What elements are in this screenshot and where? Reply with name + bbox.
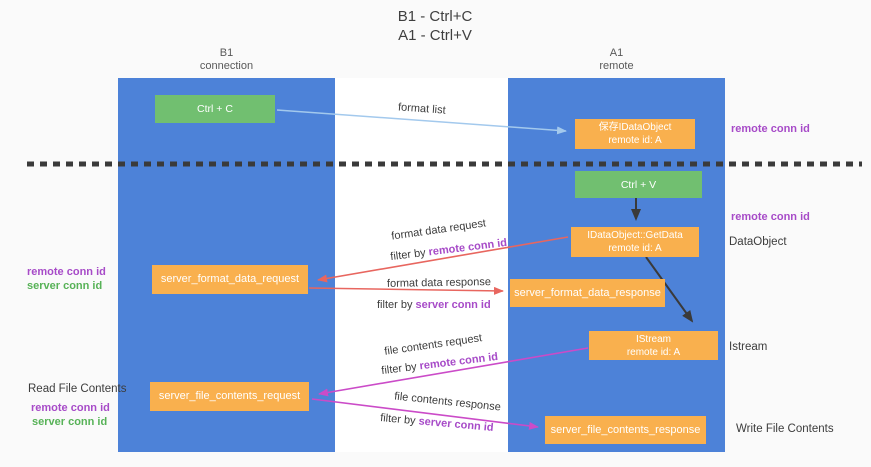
lifeline-a1-name: A1 <box>609 47 624 59</box>
node-save-idataobject-line2: remote id: A <box>608 135 662 146</box>
title-line-2: A1 - Ctrl+V <box>398 27 472 44</box>
arrow-file-contents-response <box>311 398 539 430</box>
diagram-title: B1 - Ctrl+C A1 - Ctrl+V <box>310 7 560 45</box>
node-save-idataobject: 保存IDataObject remote id: A <box>575 119 695 149</box>
node-idataobject-getdata-line2: remote id: A <box>608 243 662 254</box>
filter-keyword-server: server conn id <box>415 299 491 311</box>
title-line-1: B1 - Ctrl+C <box>397 8 473 25</box>
filter-by-text: filter by <box>377 299 416 311</box>
middle-band <box>335 78 508 452</box>
lifeline-a1-subtitle: remote <box>599 60 634 72</box>
arrow-file-contents-request <box>318 347 589 397</box>
label-istream: Istream <box>729 341 768 353</box>
label-format-server-conn-id: server conn id <box>27 280 103 292</box>
node-idataobject-getdata-line1: IDataObject::GetData <box>587 230 683 241</box>
label-format-remote-conn-id: remote conn id <box>27 266 106 278</box>
node-server-format-data-response: server_format_data_response <box>510 279 665 307</box>
node-server-format-data-request: server_format_data_request <box>152 265 308 294</box>
lifeline-header-b1: B1 connection <box>118 47 335 73</box>
arrow-format-list <box>276 109 567 135</box>
node-server-file-contents-response: server_file_contents_response <box>545 416 706 444</box>
lifeline-b1-subtitle: connection <box>199 60 254 72</box>
label-remote-conn-id-top: remote conn id <box>731 123 810 135</box>
node-istream: IStream remote id: A <box>589 331 718 360</box>
arrow-format-data-response <box>308 286 504 295</box>
node-idataobject-getdata: IDataObject::GetData remote id: A <box>571 227 699 257</box>
label-file-remote-conn-id: remote conn id <box>31 402 110 414</box>
node-server-file-contents-request: server_file_contents_request <box>150 382 309 411</box>
edge-label-format-data-response: format data response <box>386 276 492 290</box>
edge-label-filter-server-1: filter by server conn id <box>377 299 491 311</box>
lifeline-header-a1: A1 remote <box>508 47 725 73</box>
node-istream-line2: remote id: A <box>626 346 681 358</box>
label-file-server-conn-id: server conn id <box>32 416 108 428</box>
label-remote-conn-id-mid: remote conn id <box>731 211 810 223</box>
node-ctrl-c: Ctrl + C <box>155 95 275 123</box>
arrow-format-data-request <box>317 236 569 283</box>
label-write-file-contents: Write File Contents <box>736 423 834 435</box>
node-ctrl-v: Ctrl + V <box>575 171 702 198</box>
label-dataobject: DataObject <box>729 236 787 248</box>
node-save-idataobject-line1: 保存IDataObject <box>598 122 672 133</box>
arrow-getdata-to-istream <box>645 256 694 323</box>
label-read-file-contents: Read File Contents <box>28 383 127 395</box>
node-istream-line1: IStream <box>635 333 671 345</box>
lifeline-b1-name: B1 <box>219 47 234 59</box>
